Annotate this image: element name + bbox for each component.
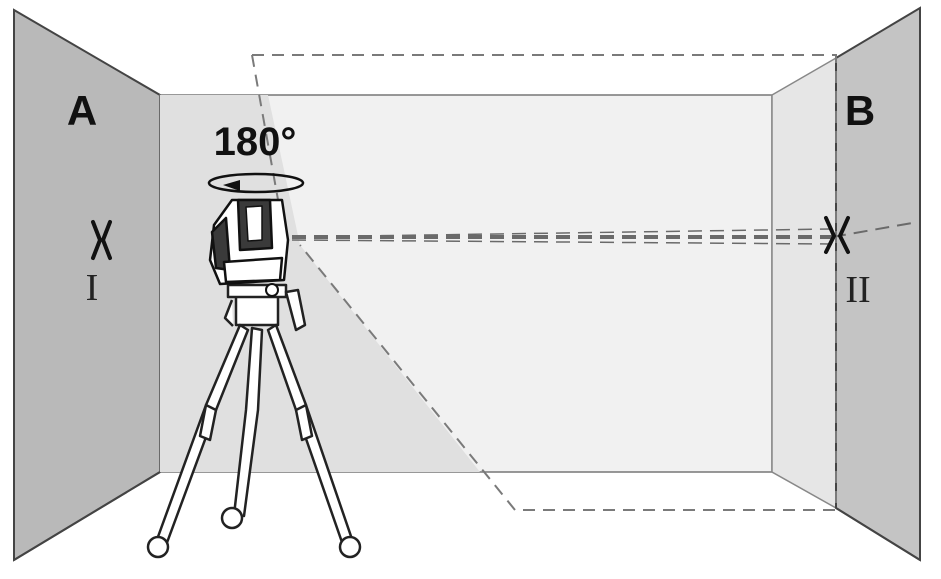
mark-ii-label: II <box>845 269 870 311</box>
floor-edge-left <box>13 471 161 561</box>
mark-i-label: I <box>86 267 99 309</box>
right-inner-wall <box>771 56 837 510</box>
laser-plane-outline <box>251 54 837 511</box>
wall-b-label: B <box>845 87 875 134</box>
x-mark-icon <box>91 220 112 260</box>
laser-beam <box>291 221 919 245</box>
wall-a-label: A <box>67 87 97 134</box>
x-mark-icon <box>824 216 850 254</box>
rotation-label: 180° <box>214 120 297 164</box>
tripod-icon <box>146 283 362 559</box>
floor-edge-right <box>835 507 921 561</box>
cross-line-laser-icon <box>208 198 290 297</box>
rotation-arrow-icon <box>207 172 305 194</box>
